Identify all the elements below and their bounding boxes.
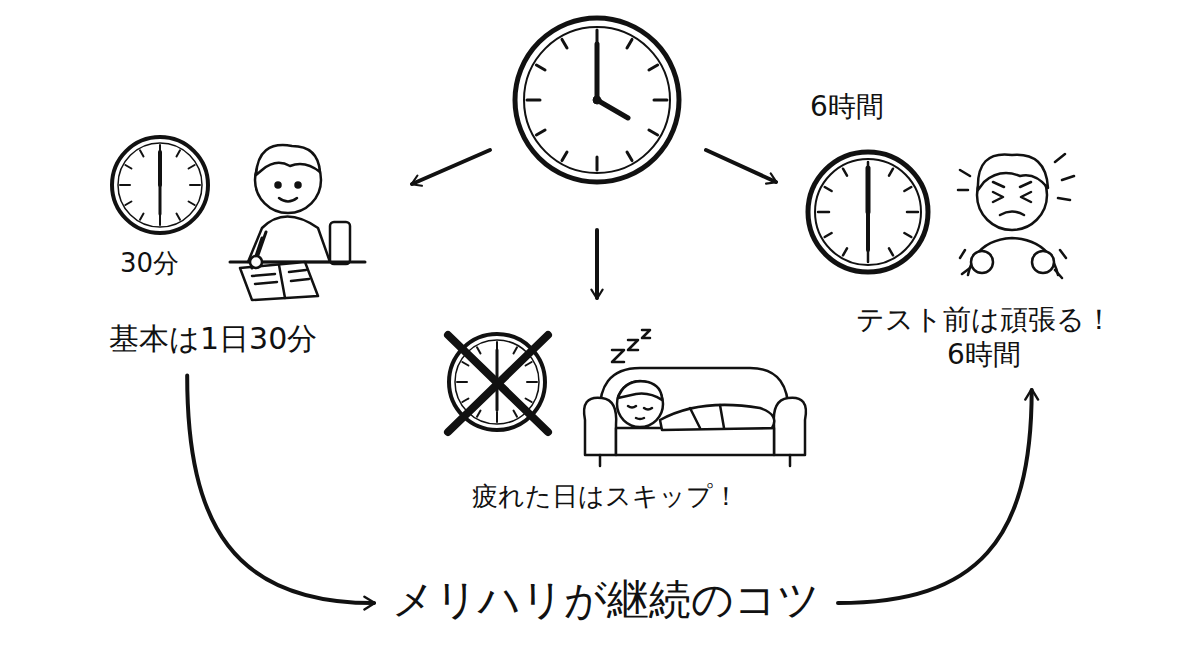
duration-label: 30分: [120, 248, 179, 279]
clock-tick: [140, 150, 144, 156]
clock-tick: [907, 211, 918, 214]
clock-tick: [904, 233, 911, 237]
clock-tick: [649, 65, 658, 70]
branch-arrows: [412, 150, 776, 298]
clock-tick: [536, 130, 545, 135]
clock-tick: [125, 165, 131, 169]
clock-tick: [477, 347, 481, 353]
clock-tick: [889, 248, 893, 255]
duration-label: 6時間: [810, 90, 884, 124]
skipped-clock: [448, 334, 548, 432]
clock-tick: [843, 248, 847, 255]
clock-tick: [867, 251, 870, 262]
clock-tick: [457, 381, 467, 383]
clock-tick: [190, 184, 200, 186]
clock-tick: [462, 399, 468, 403]
clock-tick: [627, 39, 632, 48]
clock-tick: [189, 202, 195, 206]
clock-tick: [527, 381, 537, 383]
flow-arrow: [838, 390, 1032, 603]
clock-tick: [526, 362, 532, 366]
routine-text: 基本は1日30分: [105, 318, 321, 360]
clock-tick: [596, 30, 599, 43]
exam-text: テスト前は頑張る！ 6時間: [835, 300, 1133, 374]
clock-tick: [536, 65, 545, 70]
clock-tick: [825, 187, 832, 191]
clock-tick: [177, 150, 181, 156]
node-text: メリハリが継続のコツ: [392, 574, 820, 627]
clock-tick: [562, 39, 567, 48]
flow-arrow: [187, 376, 374, 604]
left-clock: [112, 137, 208, 233]
clock-tick: [177, 214, 181, 220]
key-message: メリハリが継続のコツ: [388, 572, 824, 629]
studying-boy: [230, 145, 365, 300]
clock-tick: [140, 214, 144, 220]
right-clock: [808, 152, 928, 272]
clock-tick: [514, 411, 518, 417]
clock-tick: [649, 130, 658, 135]
sleeping-child: [584, 368, 806, 466]
clock-tick: [627, 152, 632, 161]
clock-tick: [514, 347, 518, 353]
clock-tick: [818, 211, 829, 214]
center-clock: [515, 18, 679, 182]
clock-tick: [904, 187, 911, 191]
clock-tick: [526, 399, 532, 403]
clock-tick: [159, 215, 161, 225]
clock-tick: [477, 411, 481, 417]
node-text: 疲れた日はスキップ！: [472, 480, 739, 513]
clock-tick: [496, 412, 498, 422]
clock-tick: [843, 169, 847, 176]
sleep-marks: [612, 330, 650, 362]
determined-boy: [958, 154, 1074, 278]
clock-tick: [825, 233, 832, 237]
clock-tick: [462, 362, 468, 366]
skip-text: 疲れた日はスキップ！: [468, 478, 743, 515]
clock-tick: [654, 99, 667, 102]
clock-tick: [596, 157, 599, 170]
clock-tick: [125, 202, 131, 206]
clock-tick: [120, 184, 130, 186]
clock-tick: [562, 152, 567, 161]
node-text: 基本は1日30分: [109, 320, 317, 358]
clock-tick: [527, 99, 540, 102]
node-text: テスト前は頑張る！ 6時間: [839, 302, 1129, 372]
clock-tick: [189, 165, 195, 169]
clock-tick: [889, 169, 893, 176]
